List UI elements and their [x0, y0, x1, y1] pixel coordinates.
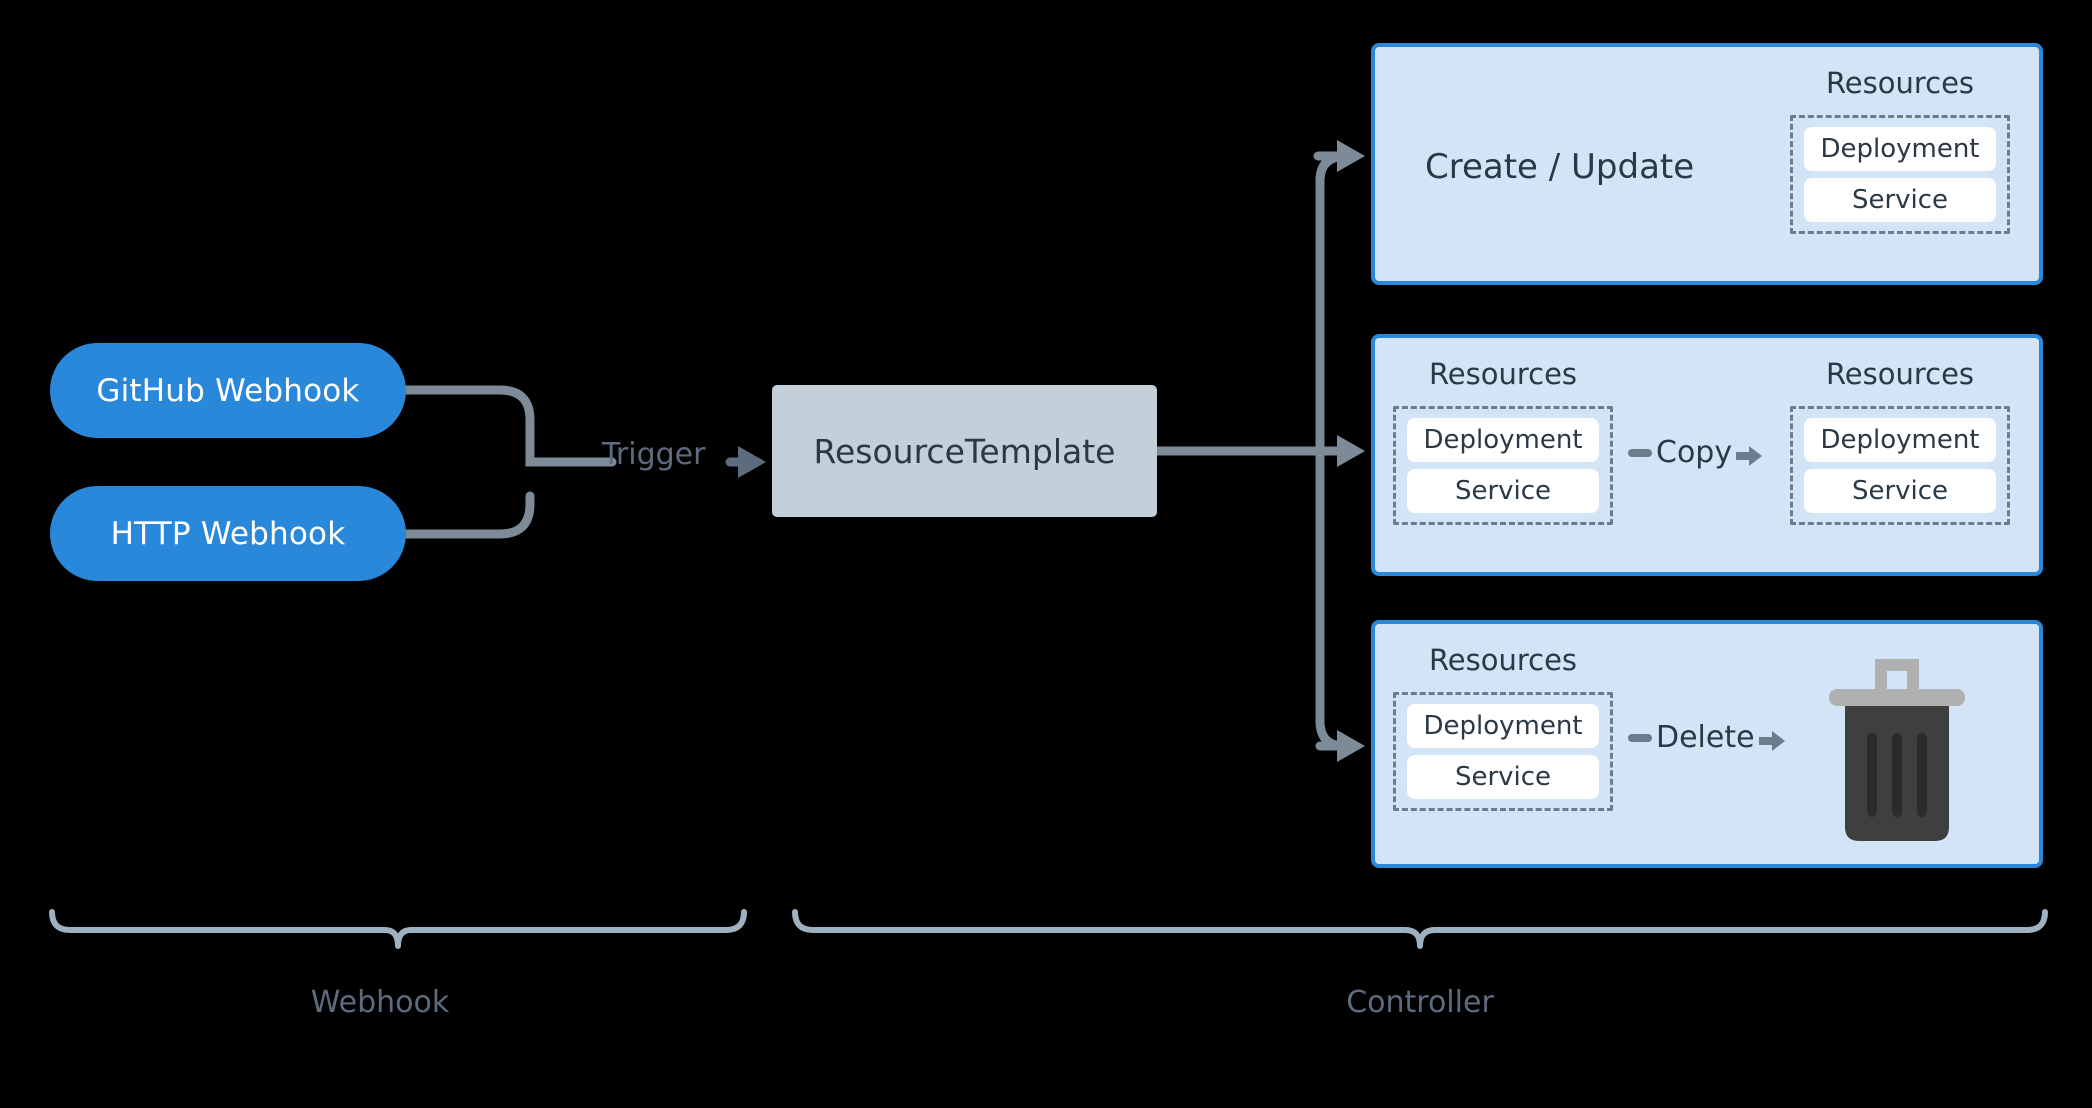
group-caption-controller: Controller — [1346, 985, 1494, 1020]
resources-group-label: Resources — [1428, 357, 1578, 391]
edge-label-trigger: Trigger — [602, 440, 705, 470]
resources-group: Resources Deployment Service — [1393, 646, 1613, 811]
resource-chip-service[interactable]: Service — [1407, 755, 1599, 799]
connector-junction-to-trigger — [525, 423, 617, 467]
resources-group: Resources Deployment Service — [1790, 69, 2010, 234]
webhook-source-http[interactable]: HTTP Webhook — [50, 486, 406, 581]
arrowhead-to-create-panel — [1337, 140, 1365, 172]
resources-group-label: Resources — [1825, 357, 1975, 391]
brace-controller — [792, 909, 2048, 949]
group-caption-webhook: Webhook — [310, 985, 450, 1020]
arrow-right-icon — [1736, 441, 1763, 466]
resources-dashed-box: Deployment Service — [1393, 406, 1613, 525]
branch-curve-top-2 — [1313, 151, 1349, 186]
connector-github-to-junction — [401, 385, 535, 433]
arrow-right-icon — [1758, 726, 1785, 751]
trash-icon — [1827, 649, 1967, 849]
resources-group-label: Resources — [1428, 643, 1578, 677]
resource-chip-service[interactable]: Service — [1804, 469, 1996, 513]
resource-template-label: ResourceTemplate — [813, 431, 1116, 471]
webhook-source-label: HTTP Webhook — [110, 515, 346, 552]
resource-chip-deployment[interactable]: Deployment — [1407, 704, 1599, 748]
edge-label-copy: Copy — [1628, 435, 1763, 470]
resource-chip-service[interactable]: Service — [1407, 469, 1599, 513]
controller-panel-copy[interactable]: Resources Deployment Service Resources D… — [1371, 334, 2043, 576]
resource-chip-deployment[interactable]: Deployment — [1804, 127, 1996, 171]
resources-group-source: Resources Deployment Service — [1393, 360, 1613, 525]
panel-action-label: Create / Update — [1425, 147, 1695, 187]
branch-curve-top — [1315, 151, 1346, 186]
controller-panel-delete[interactable]: Resources Deployment Service — [1371, 620, 2043, 868]
resources-group-label: Resources — [1825, 66, 1975, 100]
edge-dash-icon — [1628, 449, 1652, 457]
arrowhead-to-delete-panel — [1337, 730, 1365, 762]
resource-template-node[interactable]: ResourceTemplate — [772, 385, 1157, 517]
edge-label-delete: Delete — [1628, 723, 1785, 753]
resource-chip-deployment[interactable]: Deployment — [1407, 418, 1599, 462]
webhook-source-github[interactable]: GitHub Webhook — [50, 343, 406, 438]
resources-group-target: Resources Deployment Service — [1790, 360, 2010, 525]
resource-chip-service[interactable]: Service — [1804, 178, 1996, 222]
resources-dashed-box: Deployment Service — [1790, 115, 2010, 234]
branch-curve-bottom — [1315, 716, 1346, 751]
brace-webhook — [49, 909, 747, 949]
edge-label-text: Delete — [1656, 720, 1755, 755]
resources-dashed-box: Deployment Service — [1790, 406, 2010, 525]
controller-panel-create-update[interactable]: Create / Update Resources Deployment Ser… — [1371, 43, 2043, 285]
arrowhead-trigger — [738, 446, 766, 478]
edge-label-text: Trigger — [602, 437, 706, 472]
edge-label-text: Copy — [1656, 435, 1733, 470]
arrowhead-to-copy-panel — [1337, 435, 1365, 467]
edge-dash-icon — [1628, 734, 1652, 742]
resources-dashed-box: Deployment Service — [1393, 692, 1613, 811]
connector-http-to-junction — [401, 491, 535, 539]
resource-chip-deployment[interactable]: Deployment — [1804, 418, 1996, 462]
webhook-source-label: GitHub Webhook — [96, 372, 360, 409]
